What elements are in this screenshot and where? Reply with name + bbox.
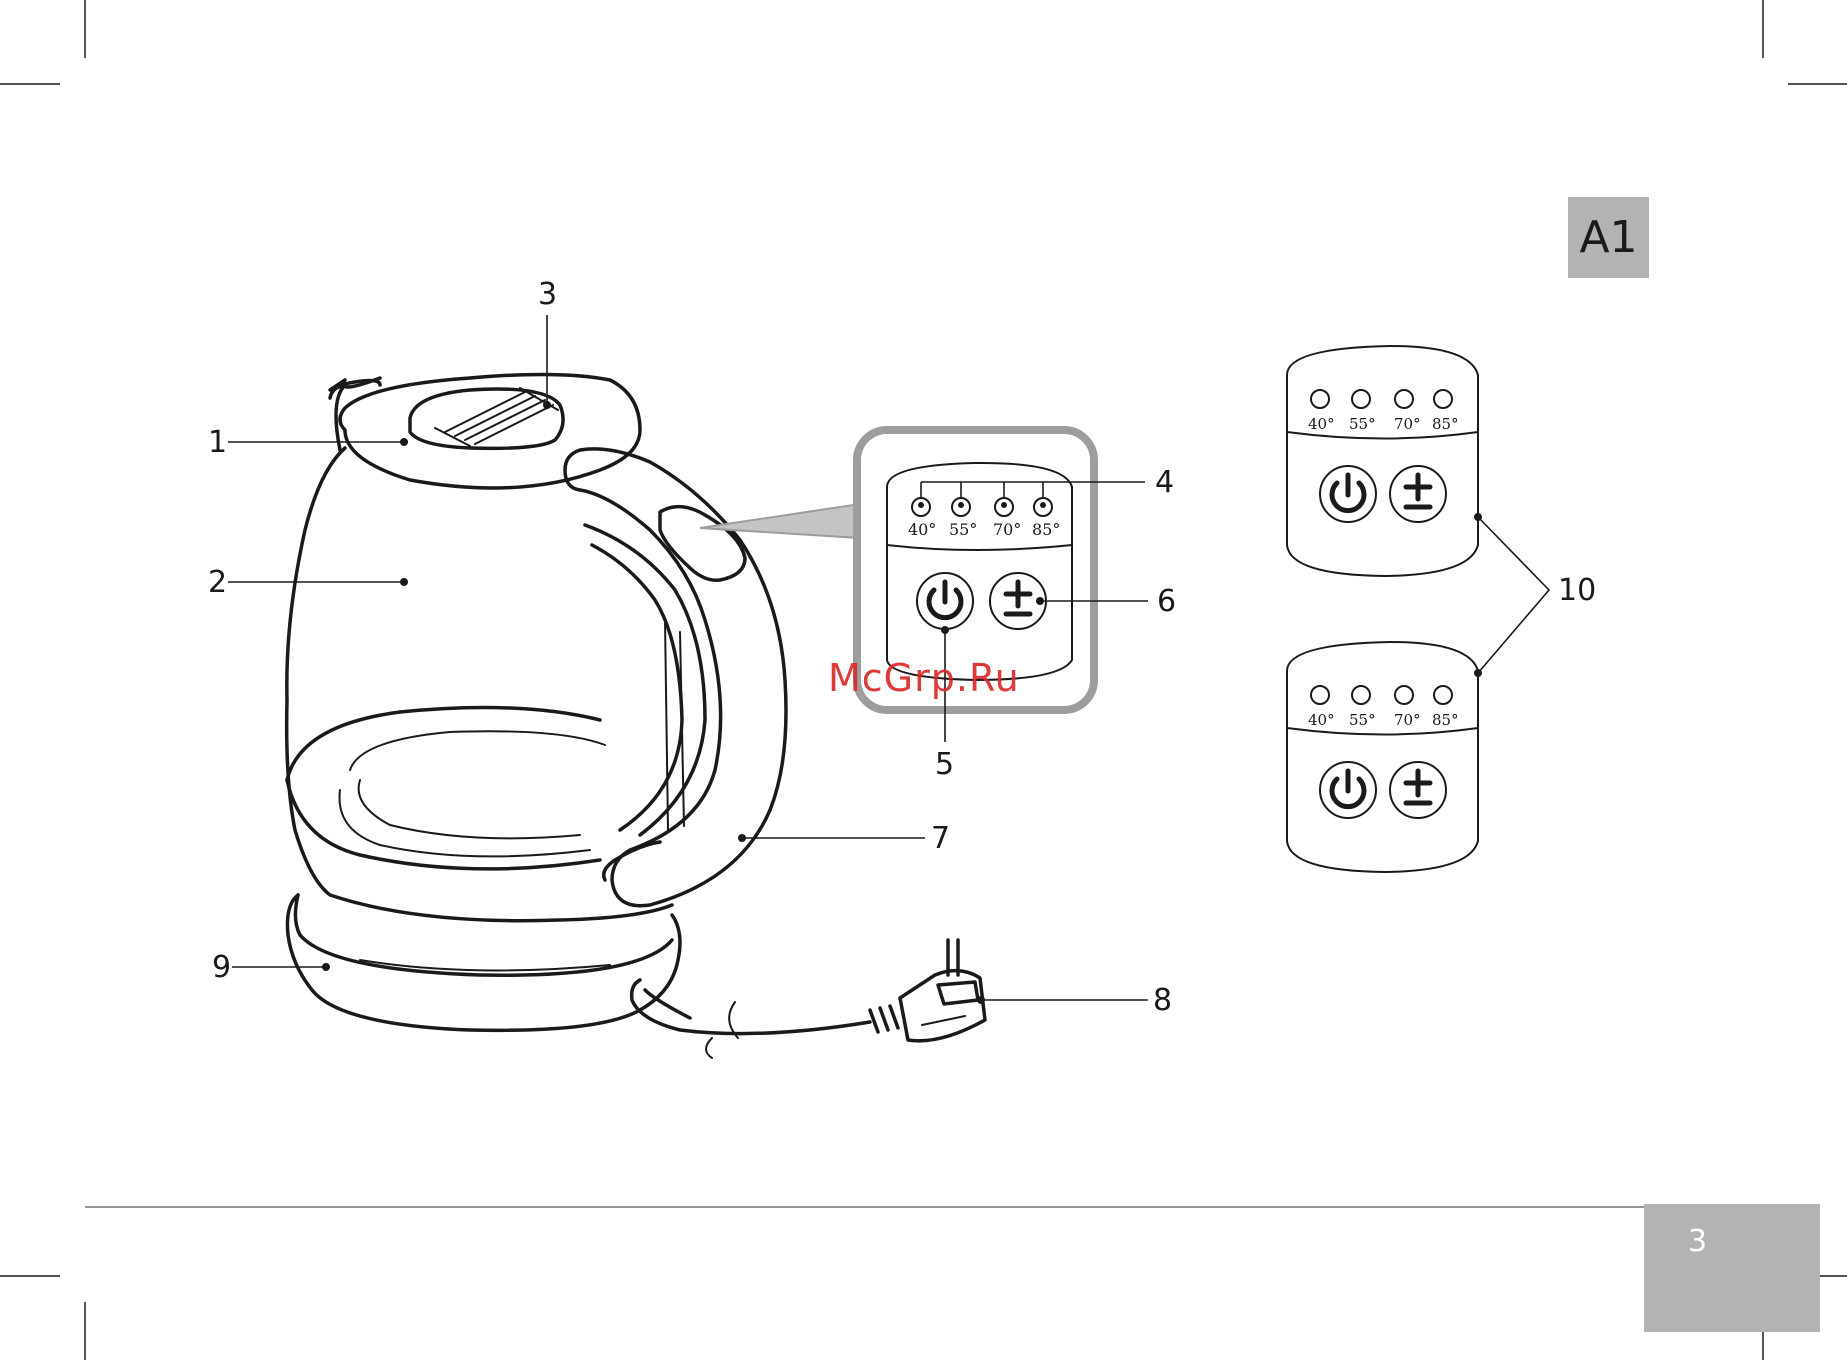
power-icon [1320, 762, 1376, 818]
callout-8: 8 [1153, 983, 1172, 1018]
lid-button [410, 389, 563, 448]
bottom-temp-70: 70° [1394, 711, 1421, 729]
bottom-temp-40: 40° [1308, 711, 1335, 729]
inset-temp-85: 85° [1032, 520, 1060, 539]
plus-minus-icon [1390, 466, 1446, 522]
inset-temp-55: 55° [949, 520, 977, 539]
callout-4: 4 [1155, 465, 1174, 500]
power-icon [1320, 466, 1376, 522]
watermark: McGrp.Ru [828, 656, 1020, 700]
section-badge: A1 [1568, 197, 1649, 278]
top-temp-55: 55° [1349, 415, 1376, 433]
panel-top: 40° 55° 70° 85° [1287, 346, 1478, 576]
plug [870, 940, 985, 1041]
bottom-temp-55: 55° [1349, 711, 1376, 729]
inset-temp-70: 70° [993, 520, 1021, 539]
top-temp-85: 85° [1432, 415, 1459, 433]
callout-1: 1 [208, 425, 227, 460]
callout-7: 7 [931, 821, 950, 856]
inset-temp-40: 40° [908, 520, 936, 539]
callout-2: 2 [208, 565, 227, 600]
bottom-temp-85: 85° [1432, 711, 1459, 729]
callout-9: 9 [212, 950, 231, 985]
callout-3: 3 [538, 277, 557, 312]
panel-bottom: 40° 55° 70° 85° [1287, 642, 1478, 872]
kettle-handle [565, 449, 786, 906]
callout-6: 6 [1157, 584, 1176, 619]
plus-minus-icon [1390, 762, 1446, 818]
callout-5: 5 [935, 747, 954, 782]
page-number: 3 [1644, 1204, 1820, 1332]
callout-10: 10 [1558, 573, 1596, 608]
top-temp-40: 40° [1308, 415, 1335, 433]
top-temp-70: 70° [1394, 415, 1421, 433]
